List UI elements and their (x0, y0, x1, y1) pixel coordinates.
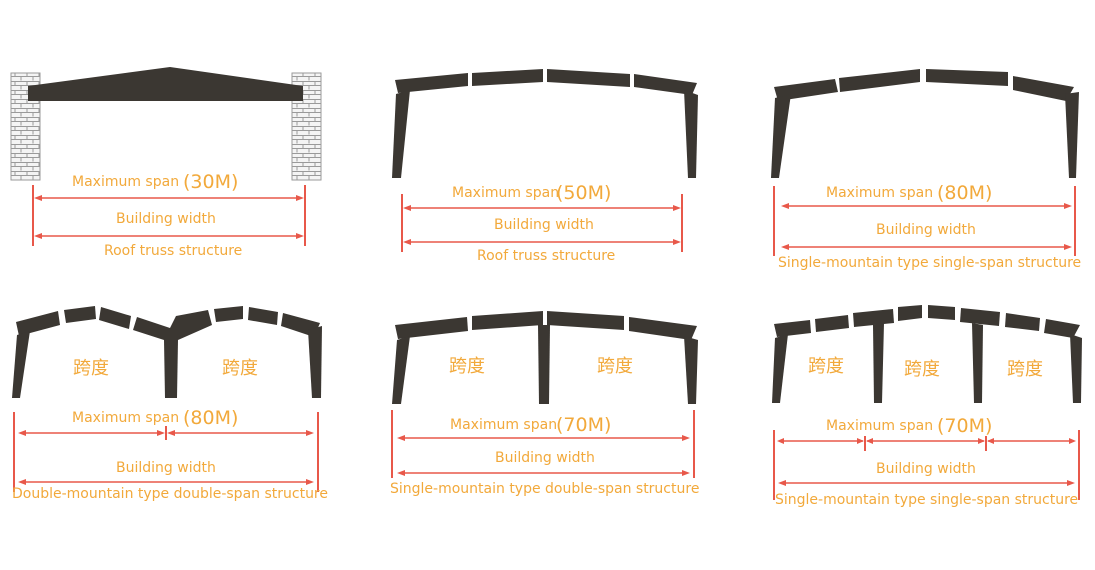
bay-label: 跨度 (904, 359, 940, 380)
panel-portal-frame-50m: Maximum span (50M) Building width Roof t… (392, 69, 698, 264)
column-right (308, 326, 322, 398)
structure-caption: Roof truss structure (477, 248, 615, 264)
structure-caption: Double-mountain type double-span structu… (12, 486, 328, 502)
roof-segment (214, 306, 243, 322)
column-left (772, 334, 788, 403)
building-width-label: Building width (876, 222, 976, 238)
column-left (392, 336, 410, 404)
column-center (164, 340, 178, 398)
bay-label: 跨度 (808, 356, 844, 377)
roof-segment (395, 73, 468, 93)
roof-segment (926, 69, 1008, 86)
structure-caption: Single-mountain type single-span structu… (775, 492, 1078, 508)
roof-segment (99, 307, 131, 329)
column-left (392, 90, 410, 178)
roof-segment (1044, 319, 1080, 338)
roof-segment (547, 311, 624, 330)
building-width-label: Building width (495, 450, 595, 466)
column-center (538, 325, 550, 404)
max-span-label: Maximum span (72, 174, 179, 190)
roof-segment (1013, 76, 1074, 101)
max-span-value: (80M) (183, 407, 238, 429)
roof-segment (960, 308, 1000, 326)
column-right (684, 90, 698, 178)
roof-segment (774, 320, 811, 337)
building-width-label: Building width (116, 460, 216, 476)
max-span-value: (50M) (556, 182, 611, 204)
roof-segment (395, 317, 468, 339)
bay-label: 跨度 (597, 356, 633, 377)
building-width-label: Building width (494, 217, 594, 233)
bay-label: 跨度 (1007, 359, 1043, 380)
column-left (12, 331, 30, 398)
max-span-label: Maximum span (826, 418, 933, 434)
max-span-value: (30M) (183, 171, 238, 193)
roof-segment (629, 317, 697, 340)
roof-segment (16, 311, 60, 336)
structure-caption: Single-mountain type single-span structu… (778, 255, 1081, 271)
roof-segment (472, 69, 543, 86)
roof-segment (248, 307, 278, 325)
bay-label: 跨度 (222, 358, 258, 379)
max-span-label: Maximum span (72, 410, 179, 426)
structure-caption: Single-mountain type double-span structu… (390, 481, 699, 497)
roof-segment (928, 305, 955, 320)
roof-segment (472, 311, 543, 330)
panel-single-mountain-double-span-70m: 跨度 跨度 Maximum span (70M) Building width … (390, 311, 699, 497)
max-span-label: Maximum span (450, 417, 557, 433)
column-right (684, 336, 698, 404)
panel-single-mountain-three-bay-70m: 跨度 跨度 跨度 Maximum span (70M) Building wid… (772, 305, 1082, 508)
panel-double-mountain-double-span-80m: 跨度 跨度 Maximum span (80M) Building width … (12, 306, 328, 502)
panel-roof-truss-30m: Maximum span (30M) Building width Roof t… (10, 67, 322, 259)
roof-segment (634, 74, 697, 95)
roof-segment (547, 69, 630, 87)
roof-truss (28, 67, 303, 101)
structure-caption: Roof truss structure (104, 243, 242, 259)
column-inner-left (873, 323, 884, 403)
column-right (1065, 92, 1079, 178)
max-span-value: (70M) (556, 414, 611, 436)
column-inner-right (972, 323, 983, 403)
max-span-value: (70M) (937, 415, 992, 437)
bay-label: 跨度 (449, 356, 485, 377)
roof-segment (839, 69, 920, 92)
panel-single-mountain-single-span-80m: Maximum span (80M) Building width Single… (771, 69, 1081, 271)
building-width-label: Building width (876, 461, 976, 477)
roof-segment (815, 315, 849, 332)
max-span-label: Maximum span (452, 185, 559, 201)
roof-segment (133, 310, 212, 340)
building-width-label: Building width (116, 211, 216, 227)
roof-segment (64, 306, 96, 323)
roof-segment (898, 305, 922, 321)
roof-segment (853, 309, 894, 327)
max-span-value: (80M) (937, 182, 992, 204)
column-right (1070, 334, 1082, 403)
roof-segment (1005, 313, 1040, 331)
bay-label: 跨度 (73, 358, 109, 379)
column-left (771, 94, 791, 178)
max-span-label: Maximum span (826, 185, 933, 201)
